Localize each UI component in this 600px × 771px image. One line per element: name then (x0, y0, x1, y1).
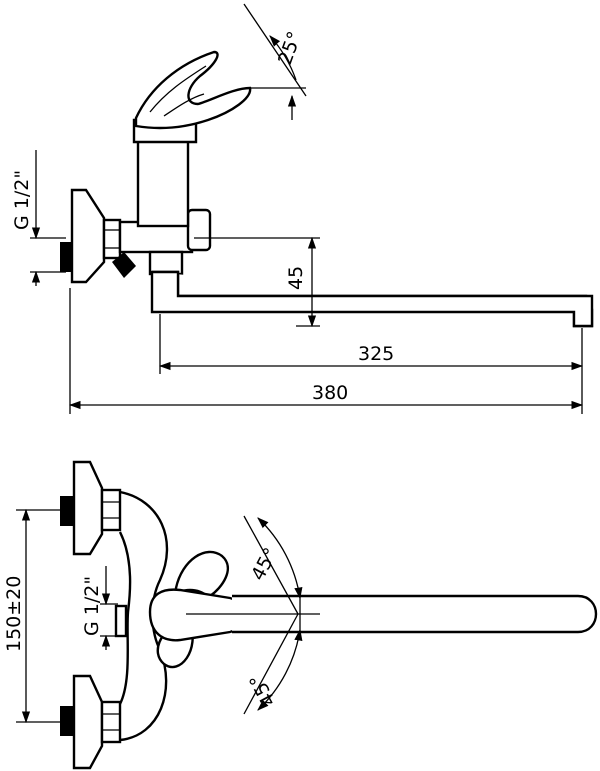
angle-dim-lever: 25° (243, 3, 307, 120)
thread-dim-side: G 1/2" (11, 150, 66, 286)
spout-top (232, 594, 598, 634)
center-distance-dim: 150±20 (3, 508, 60, 724)
center-distance-label: 150±20 (3, 576, 25, 652)
reach-dim-325: 325 (158, 314, 584, 374)
angle-upper-label: 45° (247, 544, 282, 584)
height-dim-45: 45 (194, 236, 320, 328)
top-view: 45° 45° G 1/2" 150±20 (3, 460, 598, 770)
reach-dim-label: 325 (358, 343, 394, 365)
thread-label-top: G 1/2" (81, 576, 103, 636)
mixer-body-side (132, 118, 198, 228)
thread-dim-top: G 1/2" (81, 566, 118, 650)
angle-top-label: 25° (274, 29, 306, 68)
eccentric-lower (60, 674, 122, 770)
lever-top (148, 550, 244, 669)
wall-flange-side (60, 188, 122, 284)
side-view: 25° G 1/2" 45 325 380 (11, 3, 594, 414)
spout-side (150, 270, 594, 328)
thread-label-side: G 1/2" (11, 170, 33, 230)
total-dim-380: 380 (68, 288, 584, 414)
angle-lower-label: 45° (245, 670, 280, 710)
total-dim-label: 380 (312, 382, 348, 404)
lever-handle-side (134, 50, 252, 130)
height-dim-label: 45 (285, 266, 307, 290)
eccentric-upper (60, 460, 122, 556)
